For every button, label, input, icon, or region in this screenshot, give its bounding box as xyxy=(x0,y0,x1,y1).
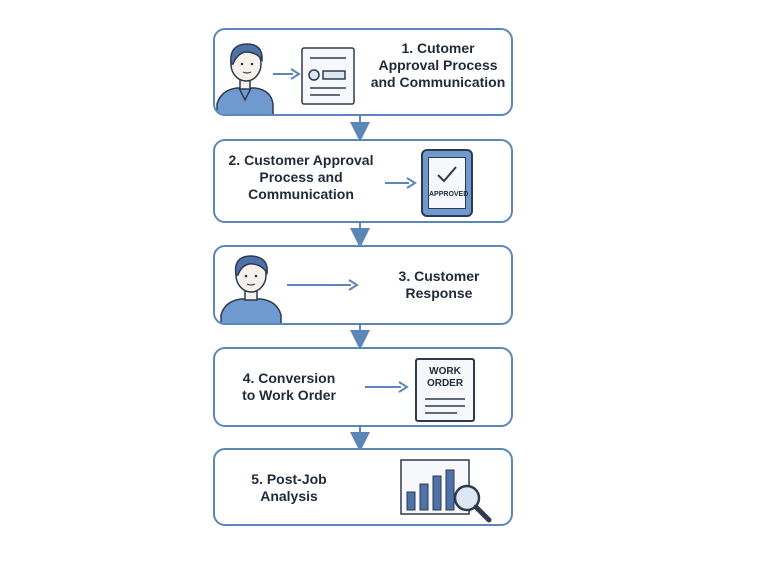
step-3-label: 3. Customer Response xyxy=(375,268,503,302)
work-order-icon: WORK ORDER xyxy=(415,358,475,422)
step-2-label-line-1: 2. Customer Approval xyxy=(228,152,374,168)
step-4-box: 4. Conversion to Work Order WORK ORDER xyxy=(213,347,513,427)
approved-badge: APPROVED xyxy=(429,191,469,198)
step-4-label: 4. Conversion to Work Order xyxy=(229,370,349,404)
person-icon xyxy=(220,255,282,323)
step-2-label-line-2: Process and xyxy=(259,169,343,185)
step-2-label-line-3: Communication xyxy=(248,186,354,202)
step-2-box: 2. Customer Approval Process and Communi… xyxy=(213,139,513,223)
bar-chart-magnifier-icon xyxy=(400,459,492,523)
step-1-label-line-1: 1. Cutomer xyxy=(401,40,475,56)
step-3-box: 3. Customer Response xyxy=(213,245,513,325)
work-order-title-line-2: ORDER xyxy=(426,378,464,389)
work-order-title-line-1: WORK xyxy=(429,366,461,377)
text-lines-icon xyxy=(425,398,465,414)
step-5-label-line-1: 5. Post-Job xyxy=(251,471,327,487)
step-1-label-line-2: Approval Process xyxy=(378,57,498,73)
step-5-label: 5. Post-Job Analysis xyxy=(229,471,349,505)
arrow-right-icon xyxy=(365,381,409,393)
document-icon xyxy=(301,47,355,105)
person-icon xyxy=(216,43,274,114)
work-order-title: WORK ORDER xyxy=(417,366,473,390)
step-1-box: 1. Cutomer Approval Process and Communic… xyxy=(213,28,513,116)
arrow-right-icon xyxy=(273,68,301,80)
step-2-label: 2. Customer Approval Process and Communi… xyxy=(223,152,379,203)
step-5-box: 5. Post-Job Analysis xyxy=(213,448,513,526)
step-3-label-line-2: Response xyxy=(405,285,473,301)
step-1-label: 1. Cutomer Approval Process and Communic… xyxy=(365,40,511,91)
step-1-label-line-3: and Communication xyxy=(370,74,506,90)
step-3-label-line-1: 3. Customer xyxy=(398,268,480,284)
tablet-check-icon: APPROVED xyxy=(421,149,473,217)
step-4-label-line-1: 4. Conversion xyxy=(242,370,336,386)
step-5-label-line-2: Analysis xyxy=(260,488,318,504)
step-4-label-line-2: to Work Order xyxy=(242,387,336,403)
arrow-right-icon xyxy=(385,177,417,189)
checkmark-icon xyxy=(437,166,457,183)
arrow-right-icon xyxy=(287,279,359,291)
